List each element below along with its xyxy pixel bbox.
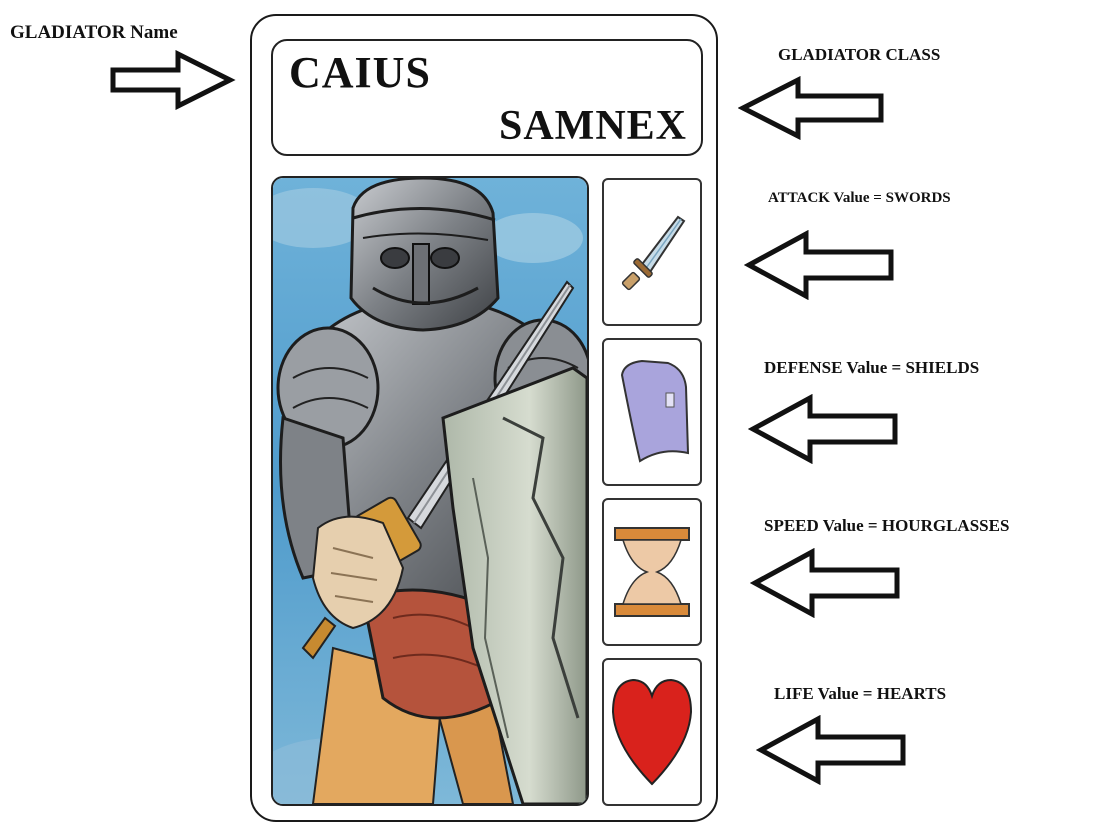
sword-icon — [621, 215, 686, 291]
speed-stat-box — [602, 498, 702, 646]
attack-stat-box — [602, 178, 702, 326]
gladiator-class-label: GLADIATOR CLASS — [778, 45, 941, 64]
gladiator-portrait — [271, 176, 589, 806]
attack-value-label: ATTACK Value = SWORDS — [768, 190, 951, 206]
attack-pointer-arrow-icon — [744, 230, 894, 300]
name-panel: CAIUS SAMNEX — [271, 39, 703, 156]
defense-pointer-arrow-icon — [748, 394, 898, 464]
defense-stat-box — [602, 338, 702, 486]
armored-gladiator-illustration — [273, 178, 587, 804]
gladiator-class: SAMNEX — [498, 103, 687, 149]
name-pointer-arrow-icon — [110, 50, 236, 110]
speed-value-label: SPEED Value = HOURGLASSES — [764, 516, 1010, 535]
gladiator-name: CAIUS — [289, 48, 431, 97]
life-stat-box — [602, 658, 702, 806]
shield-icon — [620, 359, 690, 463]
life-pointer-arrow-icon — [756, 715, 906, 785]
class-pointer-arrow-icon — [738, 76, 884, 140]
heart-icon — [611, 678, 693, 786]
defense-value-label: DEFENSE Value = SHIELDS — [764, 358, 980, 377]
gladiator-card: CAIUS SAMNEX — [250, 14, 718, 822]
hourglass-icon — [614, 527, 690, 617]
speed-pointer-arrow-icon — [750, 548, 900, 618]
life-value-label: LIFE Value = HEARTS — [774, 684, 947, 703]
gladiator-name-label: GLADIATOR Name — [10, 22, 178, 43]
